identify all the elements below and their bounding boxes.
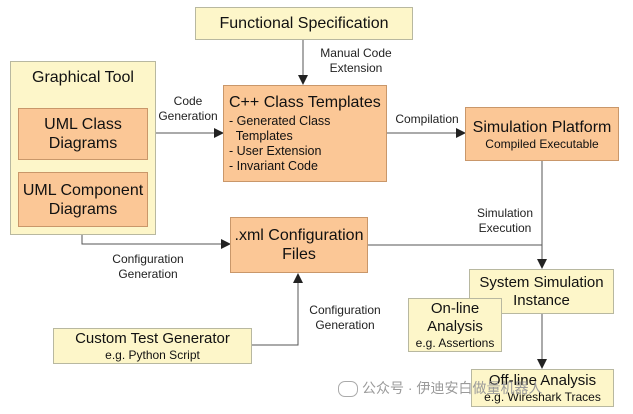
custom-test-box: Custom Test Generator e.g. Python Script — [53, 328, 252, 364]
watermark: 公众号 · 伊迪安白做量机器人 — [338, 378, 542, 398]
functional-spec-box: Functional Specification — [195, 7, 413, 40]
uml-class-box: UML Class Diagrams — [18, 108, 148, 160]
cpp-item: Templates — [229, 129, 293, 143]
functional-spec-label: Functional Specification — [219, 15, 389, 32]
uml-component-box: UML Component Diagrams — [18, 172, 148, 227]
sim-platform-box: Simulation Platform Compiled Executable — [465, 107, 619, 161]
cpp-item: - User Extension — [229, 144, 322, 158]
cpp-item: - Generated Class — [229, 114, 331, 128]
xml-config-box: .xml Configuration Files — [230, 217, 368, 273]
cpp-templates-box: C++ Class Templates - Generated Class Te… — [223, 85, 387, 182]
compilation-label: Compilation — [395, 112, 459, 126]
wechat-icon — [338, 381, 358, 398]
cpp-templates-title: C++ Class Templates — [229, 94, 381, 111]
offline-analysis-box: Off-line Analysis e.g. Wireshark Traces — [471, 369, 614, 407]
graphical-tool-label: Graphical Tool — [32, 69, 134, 86]
online-analysis-box: On-line Analysis e.g. Assertions — [408, 298, 502, 352]
cpp-item: - Invariant Code — [229, 159, 318, 173]
arrow-custom-to-xml — [252, 273, 303, 346]
